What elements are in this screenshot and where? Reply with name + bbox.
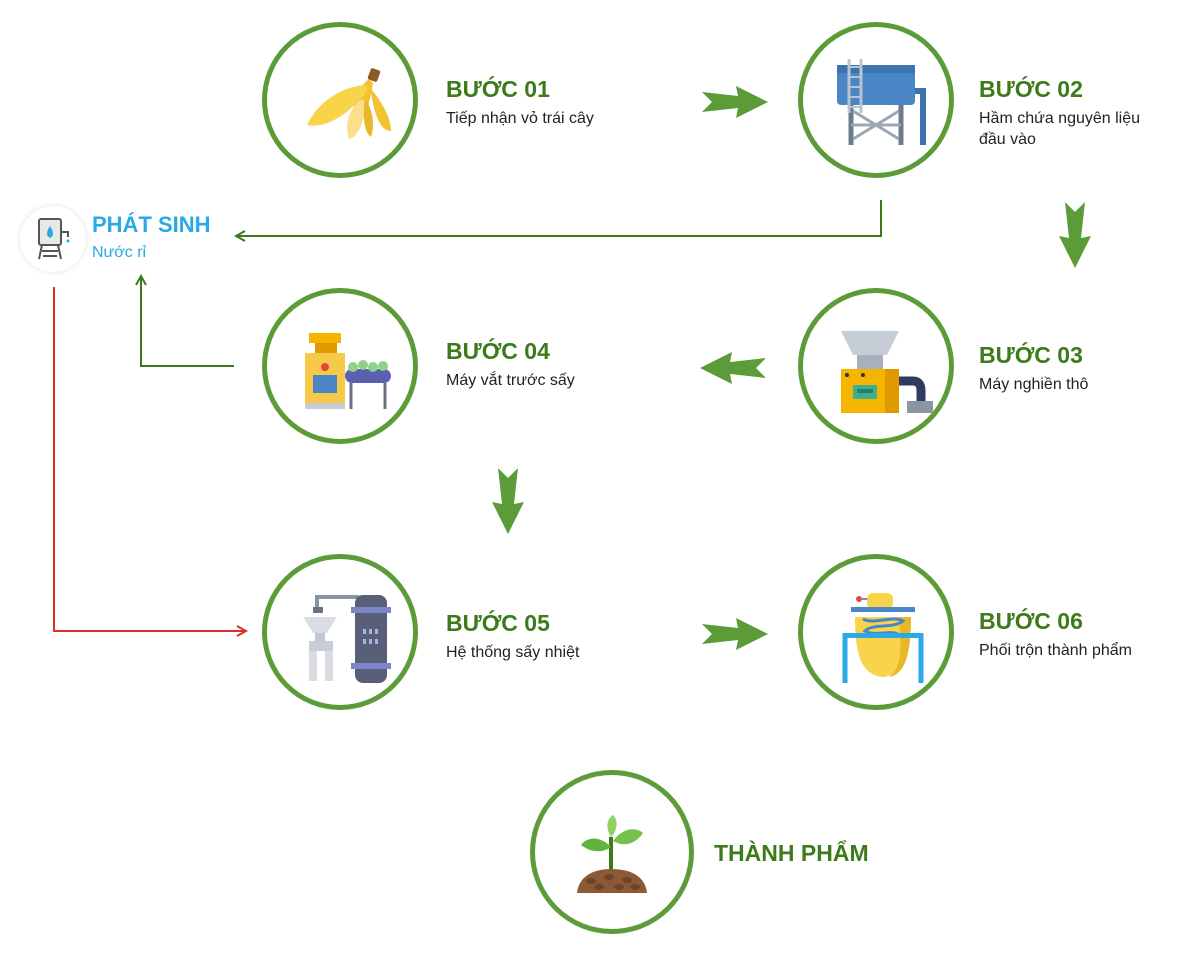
byproduct-title: PHÁT SINH: [92, 212, 211, 237]
step-03-circle: [798, 288, 954, 444]
arrow-right-01-02: [702, 86, 768, 118]
step-01-title: BƯỚC 01: [446, 76, 550, 102]
press-machine-icon: [305, 333, 391, 409]
step-05-label: BƯỚC 05 Hệ thống sấy nhiệt: [446, 610, 579, 663]
step-06-circle: [798, 554, 954, 710]
step-06-desc: Phối trộn thành phẩm: [979, 642, 1132, 659]
arrow-left-03-04: [700, 352, 766, 384]
step-02-label: BƯỚC 02 Hầm chứa nguyên liệu đầu vào: [979, 76, 1140, 150]
step-03-label: BƯỚC 03 Máy nghiền thô: [979, 342, 1088, 395]
mixer-icon: [842, 593, 924, 683]
step-05-desc: Hệ thống sấy nhiệt: [446, 644, 580, 661]
banana-peel-icon: [307, 68, 391, 139]
product-title: THÀNH PHẨM: [714, 840, 869, 866]
step-04-label: BƯỚC 04 Máy vắt trước sấy: [446, 338, 575, 391]
step-02-circle: [798, 22, 954, 178]
leachate-tank-node: [20, 206, 86, 272]
step-01-circle: [262, 22, 418, 178]
leachate-tank-icon: [38, 218, 70, 260]
step-06-label: BƯỚC 06 Phối trộn thành phẩm: [979, 608, 1132, 661]
step-05-title: BƯỚC 05: [446, 610, 550, 636]
thermal-dryer-icon: [303, 595, 391, 683]
step-04-desc: Máy vắt trước sấy: [446, 372, 575, 389]
leachate-line-from-step-02: [236, 200, 882, 236]
step-01-desc: Tiếp nhận vỏ trái cây: [446, 110, 594, 127]
arrow-down-04-05: [492, 468, 524, 534]
byproduct-label: PHÁT SINH Nước rỉ: [92, 212, 211, 262]
step-01-label: BƯỚC 01 Tiếp nhận vỏ trái cây: [446, 76, 594, 129]
product-circle: [530, 770, 694, 934]
step-06-title: BƯỚC 06: [979, 608, 1083, 634]
water-tank-icon: [837, 59, 926, 145]
leachate-line-from-step-04: [141, 276, 234, 367]
byproduct-desc: Nước rỉ: [92, 244, 147, 261]
step-04-title: BƯỚC 04: [446, 338, 550, 364]
seedling-icon: [577, 815, 647, 893]
step-05-circle: [262, 554, 418, 710]
step-03-desc: Máy nghiền thô: [979, 376, 1089, 393]
arrow-right-05-06: [702, 618, 768, 650]
crusher-machine-icon: [841, 331, 933, 413]
step-02-desc: Hầm chứa nguyên liệu đầu vào: [979, 110, 1141, 148]
arrow-down-02-03: [1059, 202, 1091, 268]
leachate-line-to-step-05: [53, 287, 246, 631]
step-02-title: BƯỚC 02: [979, 76, 1083, 102]
step-03-title: BƯỚC 03: [979, 342, 1083, 368]
step-04-circle: [262, 288, 418, 444]
